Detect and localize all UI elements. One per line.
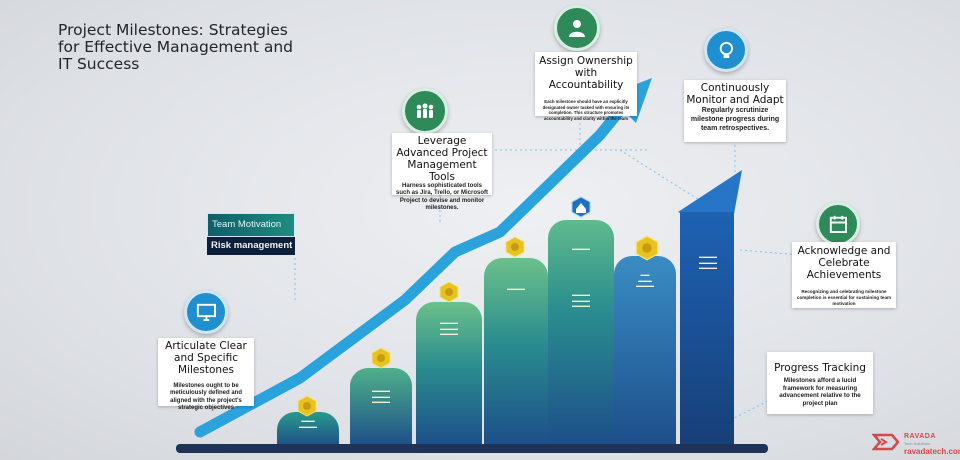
card-assign: Assign Ownership with Accountability Eac…: [535, 52, 637, 121]
person-icon: [569, 20, 585, 37]
monitor-icon: [196, 303, 216, 321]
milestone-bar-5: [548, 220, 614, 446]
card-title: Acknowledge and Celebrate Achievements: [797, 245, 891, 281]
milestone-badge-icon: [505, 236, 525, 258]
milestone-badge-icon: [439, 281, 459, 303]
brand-name: RAVADA: [904, 433, 936, 440]
ravada-logo-icon: [872, 433, 900, 451]
bar-label: ▬▬▬▬▬▬▬▬▬▬▬▬: [440, 320, 458, 336]
card-text: Recognizing and celebrating milestone co…: [796, 289, 892, 306]
milestone-bar-6: [614, 256, 676, 446]
circle-leverage: [402, 88, 448, 134]
milestone-bar-2: [350, 368, 412, 446]
card-title: Leverage Advanced Project Management Too…: [396, 135, 488, 183]
lightbulb-icon: [719, 41, 733, 58]
team-icon: [416, 103, 434, 118]
card-leverage: Leverage Advanced Project Management Too…: [392, 133, 492, 211]
circle-articulate: [184, 290, 228, 334]
page-title: Project Milestones: Strategies for Effec…: [58, 21, 293, 73]
circle-assign: [554, 5, 600, 51]
card-title: Articulate Clear and Specific Milestones: [165, 340, 247, 376]
tag-group: Team Motivation Risk management: [207, 213, 295, 255]
card-text: Harness sophisticated tools such as Jira…: [395, 183, 489, 212]
milestone-bar-3: [416, 302, 482, 446]
milestone-home-icon: [571, 196, 591, 218]
card-text: Milestones afford a lucid framework for …: [779, 377, 861, 407]
card-text: Regularly scrutinize milestone progress …: [690, 107, 780, 132]
card-text: Each milestone should have an explicitly…: [542, 99, 630, 121]
bar-label: ▬▬▬▬: [507, 286, 525, 291]
tag-team-motivation: Team Motivation: [207, 213, 295, 237]
bar-label: ▬▬▬▬▬▬▬▬▬▬▬▬: [699, 254, 717, 270]
card-articulate: Articulate Clear and Specific Milestones…: [158, 338, 254, 411]
brand-tagline: Tech Solutions: [904, 441, 931, 446]
card-title: Assign Ownership with Accountability: [539, 55, 633, 91]
card-acknowledge: Acknowledge and Celebrate Achievements R…: [792, 242, 896, 308]
card-title: Progress Tracking: [774, 362, 866, 374]
milestone-badge-icon: [371, 347, 391, 369]
milestone-bar-1: [277, 412, 339, 446]
guide-line: [619, 149, 716, 211]
bar-label: ▬▬▬▬▬▬▬▬▬▬▬▬: [572, 292, 590, 308]
tag-risk-management: Risk management: [207, 237, 295, 255]
calendar-icon: [829, 215, 847, 233]
bar-label: ▬▬▬▬▬▬▬▬▬: [636, 272, 654, 288]
circle-monitor: [704, 28, 748, 72]
card-text: Milestones ought to be meticulously defi…: [169, 383, 242, 412]
circle-acknowledge: [816, 202, 860, 246]
bar-label: ▬▬▬▬▬▬▬: [299, 418, 317, 429]
milestone-badge-icon: [635, 235, 659, 261]
guide-line: [739, 249, 801, 256]
card-title: Continuously Monitor and Adapt: [686, 82, 784, 106]
bar-label: ▬▬▬▬: [572, 246, 590, 251]
milestone-tower: [680, 212, 734, 446]
growth-arrow-line: [194, 102, 628, 438]
milestone-badge-icon: [297, 395, 317, 417]
brand-url[interactable]: ravadatech.com: [904, 447, 960, 456]
bar-label: ▬▬▬▬▬▬▬▬▬▬▬▬: [372, 388, 390, 404]
milestone-bar-4: [484, 258, 548, 446]
brand-logo: RAVADA Tech Solutions ravadatech.com: [872, 428, 960, 458]
card-progress: Progress Tracking Milestones afford a lu…: [767, 352, 873, 414]
card-monitor: Continuously Monitor and Adapt Regularly…: [684, 80, 786, 142]
base-platform: [176, 444, 768, 453]
